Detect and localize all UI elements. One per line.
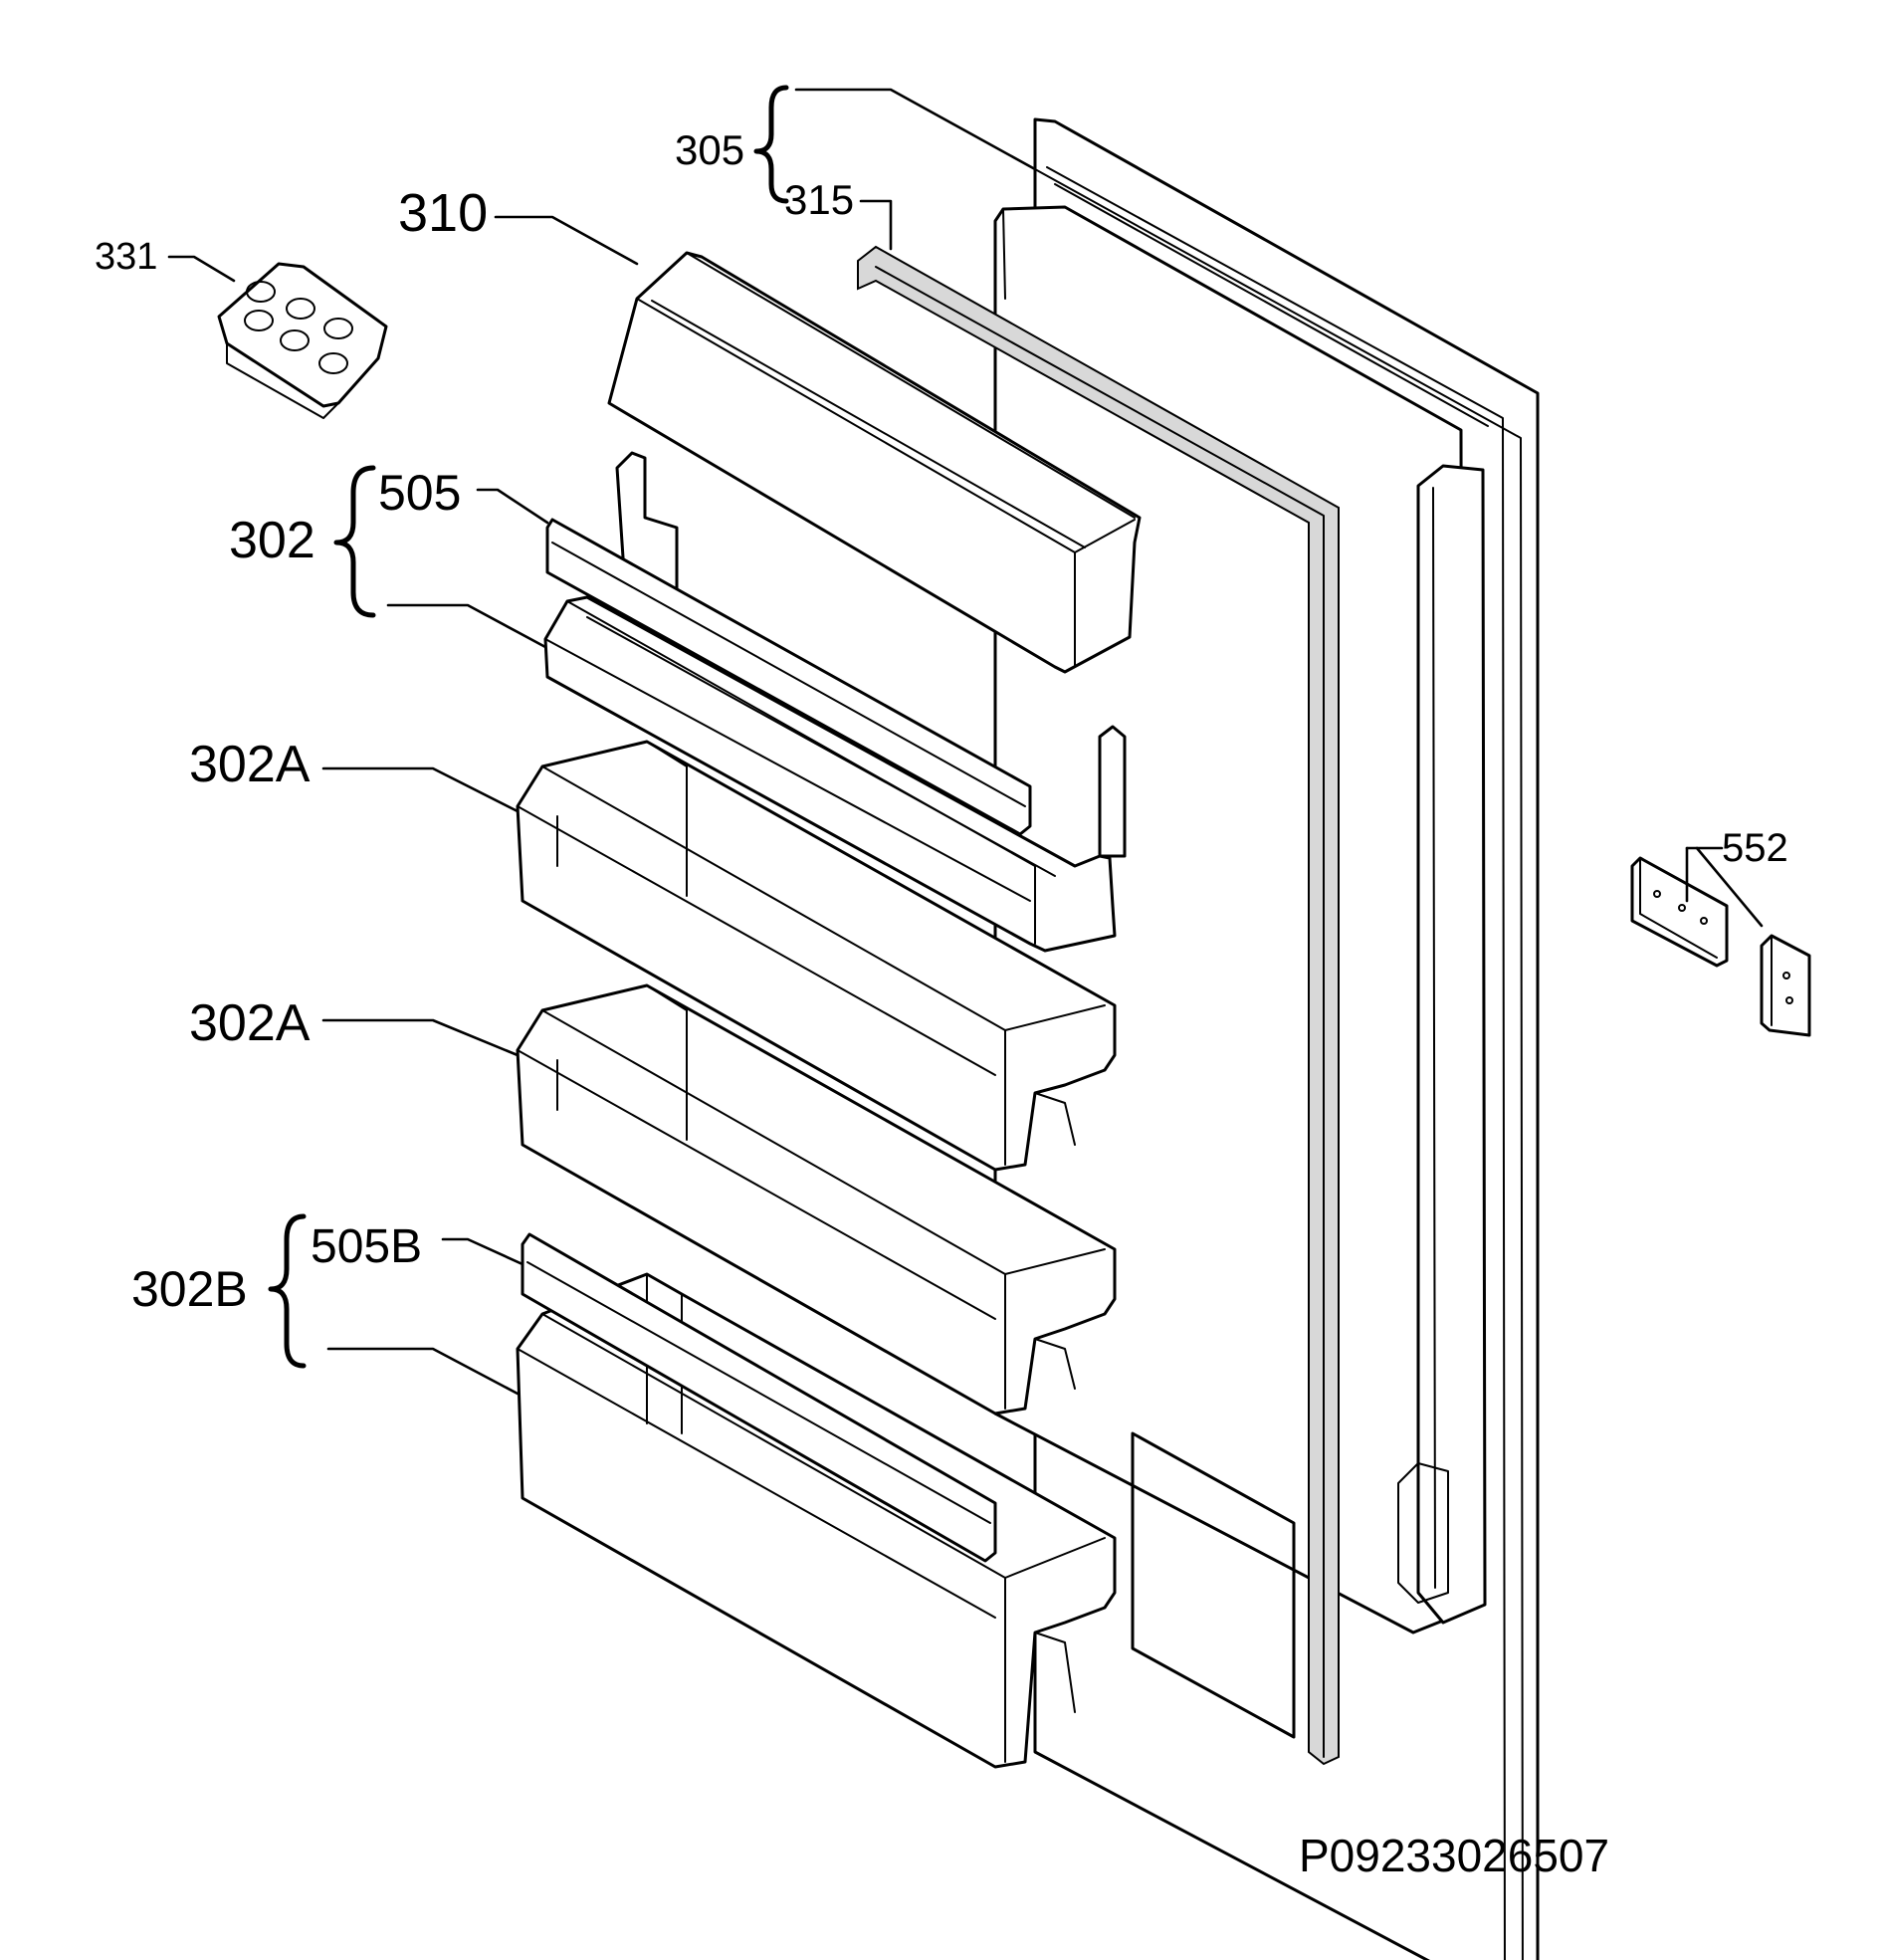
label-305: 305 xyxy=(675,126,744,173)
hinge-part-552-a xyxy=(1630,856,1729,968)
shelf-rail-505b xyxy=(521,1232,997,1563)
door-shelf-302a-lower xyxy=(516,983,1117,1416)
label-310: 310 xyxy=(398,183,488,243)
label-552: 552 xyxy=(1722,826,1788,870)
label-302a-upper: 302A xyxy=(189,736,311,793)
part-labels: 331 310 305 315 505 302 302A 302A 505B 3… xyxy=(95,126,1788,1881)
label-505b: 505B xyxy=(311,1220,422,1273)
door-liner-rail xyxy=(1397,464,1487,1625)
label-302a-lower: 302A xyxy=(189,994,311,1052)
leader-lines xyxy=(167,88,1764,1396)
brace-302 xyxy=(333,465,376,618)
shelf-rail-505 xyxy=(545,518,1032,836)
dairy-compartment-310 xyxy=(607,251,1142,674)
door-shelf-302b xyxy=(516,1272,1117,1769)
door-shelf-302a-upper xyxy=(516,740,1117,1172)
label-315: 315 xyxy=(784,176,854,223)
door-gasket xyxy=(857,245,1340,1766)
brace-302b xyxy=(268,1213,307,1369)
label-302: 302 xyxy=(229,512,315,569)
drawing-code: P09233026507 xyxy=(1299,1830,1609,1881)
label-505: 505 xyxy=(378,465,461,521)
label-331: 331 xyxy=(95,236,157,278)
brace-305 xyxy=(753,85,789,204)
egg-tray-331 xyxy=(217,262,388,419)
label-302b: 302B xyxy=(131,1261,248,1317)
hinge-part-552-b xyxy=(1760,934,1811,1037)
